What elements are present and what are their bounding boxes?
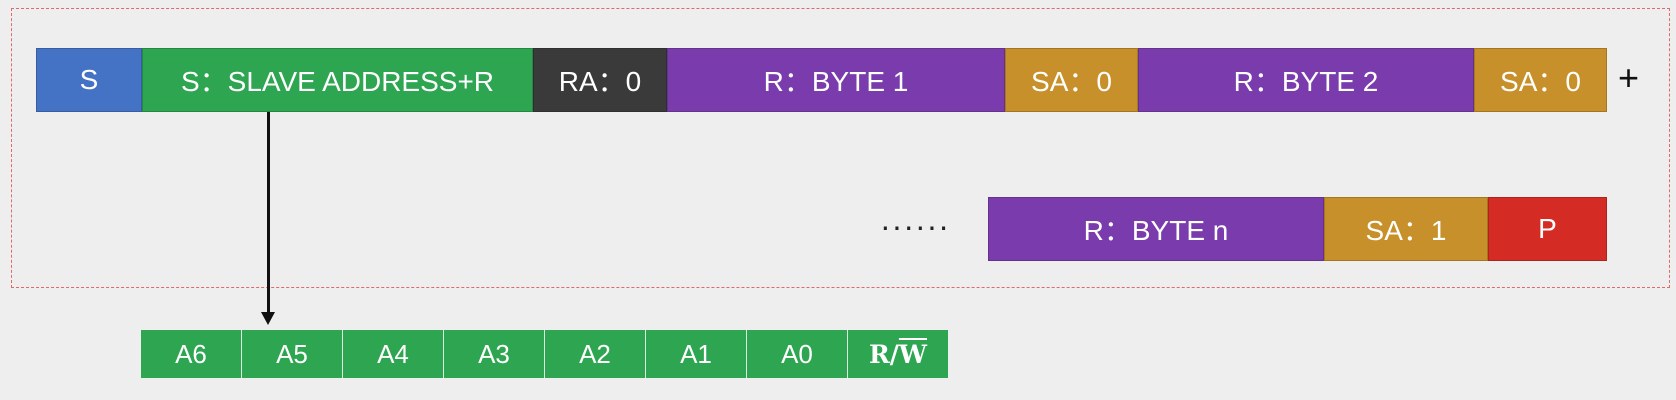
address-bit-a3: A3 <box>444 330 545 378</box>
address-bit-a2: A2 <box>545 330 646 378</box>
send-ack-segment-2: SA：0 <box>1474 48 1607 112</box>
send-ack-segment-1: SA：0 <box>1005 48 1138 112</box>
rw-bit-prefix: R/ <box>869 339 899 369</box>
ellipsis: ······ <box>880 208 950 244</box>
send-nack-segment: SA：1 <box>1324 197 1488 261</box>
receive-ack-segment: RA：0 <box>533 48 667 112</box>
byte-n-segment: R：BYTE n <box>988 197 1324 261</box>
address-bit-a6: A6 <box>141 330 242 378</box>
dashed-frame-border <box>11 8 1670 288</box>
slave-address-segment: S：SLAVE ADDRESS+R <box>142 48 533 112</box>
byte-1-segment: R：BYTE 1 <box>667 48 1005 112</box>
address-bits-row: A6 A5 A4 A3 A2 A1 A0 R/W <box>141 330 948 378</box>
byte-2-segment: R：BYTE 2 <box>1138 48 1474 112</box>
stop-segment: P <box>1488 197 1607 261</box>
expand-arrow-line <box>267 112 270 314</box>
address-bit-a5: A5 <box>242 330 343 378</box>
address-bit-a1: A1 <box>646 330 747 378</box>
address-bit-a0: A0 <box>747 330 848 378</box>
rw-bit-overlined-w: W <box>898 339 927 369</box>
read-write-bit: R/W <box>848 330 948 378</box>
address-bit-a4: A4 <box>343 330 444 378</box>
start-segment: S <box>36 48 142 112</box>
continuation-plus-sign: + <box>1618 57 1640 98</box>
expand-arrow-head <box>261 312 275 325</box>
